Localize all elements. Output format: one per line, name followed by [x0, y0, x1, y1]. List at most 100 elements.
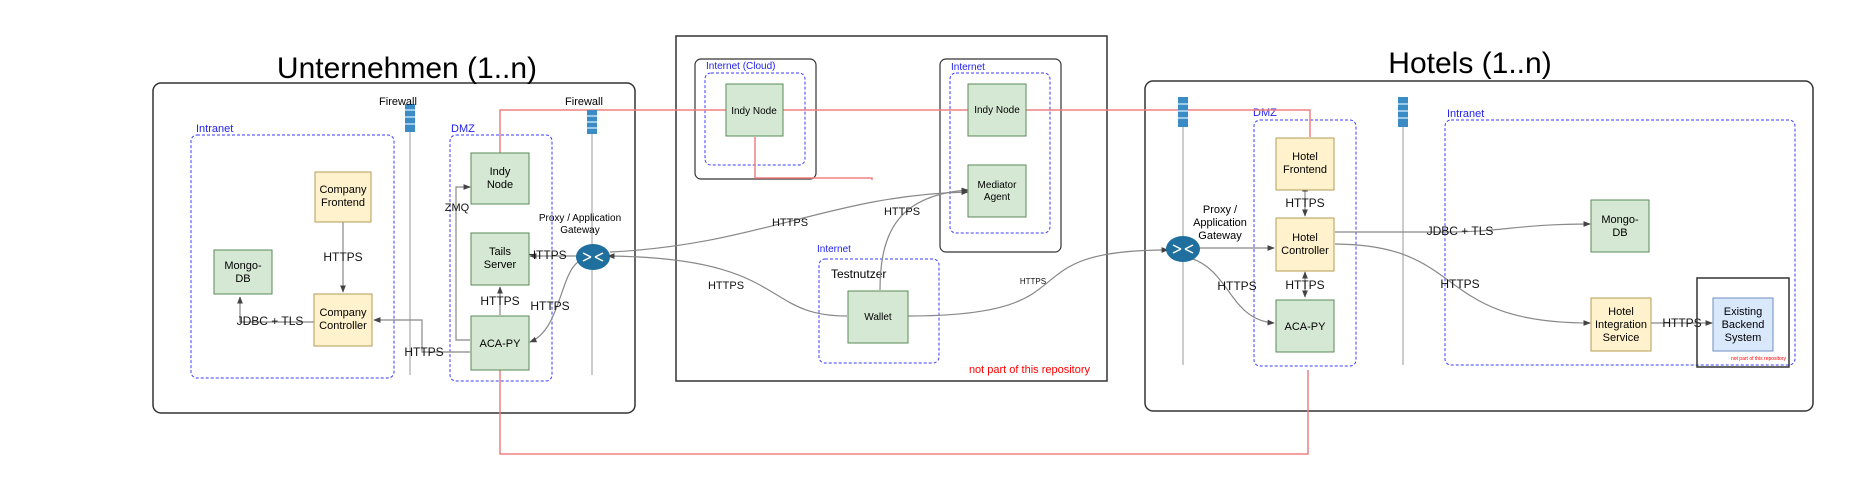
hotels-title: Hotels (1..n) [1388, 47, 1551, 80]
edge-label-https-wallet-mediator: HTTPS [884, 206, 920, 218]
ledger-links [499, 109, 1311, 455]
intranet-right-label: Intranet [1447, 108, 1484, 120]
edge-label-https-router-acapy-right: HTTPS [1217, 279, 1256, 293]
intranet-left-label: Intranet [196, 123, 233, 135]
internet-cloud-label: Internet (Cloud) [706, 61, 775, 72]
dmz-right-label: DMZ [1253, 107, 1277, 119]
backend-line-3: System [1725, 332, 1762, 344]
wallet-node [847, 290, 909, 344]
hotels-frame [1144, 80, 1814, 412]
edge-label-https-router-tails: HTTPS [527, 248, 566, 262]
router-icon [576, 244, 610, 270]
indy-node-left-node [470, 152, 530, 205]
mediator-line-2: Agent [984, 192, 1010, 203]
hotel-frontend-line-1: Hotel [1292, 151, 1318, 163]
tails-line-1: Tails [489, 246, 512, 258]
edge-label-https-controller-acapy: HTTPS [1285, 278, 1324, 292]
unternehmen-frame [152, 82, 636, 414]
router-icon [1166, 236, 1200, 262]
edge-label-https-acapy-company: HTTPS [404, 345, 443, 359]
company-frontend-line-1: Company [319, 184, 367, 196]
mongo-left-line-2: DB [235, 273, 250, 285]
company-controller-line-1: Company [319, 307, 367, 319]
company-controller-node [313, 293, 373, 347]
dmz-left-zone [449, 134, 553, 382]
existing-backend-node [1712, 297, 1774, 352]
edge-label-https-frontend: HTTPS [323, 250, 362, 264]
dmz-left-label: DMZ [451, 123, 475, 135]
dmz-right-zone [1253, 119, 1357, 367]
firewall-icon [1398, 97, 1408, 127]
edge-label-zmq: ZMQ [445, 202, 470, 214]
firewall-left-label-2: Firewall [565, 96, 603, 108]
testnutzer-label: Testnutzer [831, 267, 886, 281]
hotel-frontend-line-2: Frontend [1283, 164, 1327, 176]
firewall-icon [1178, 97, 1188, 127]
tails-line-2: Server [484, 259, 517, 271]
edge-label-https-cloud-wallet: HTTPS [772, 217, 808, 229]
company-frontend-node [314, 171, 372, 223]
internet-top-label: Internet [951, 62, 985, 73]
indy-cloud-label: Indy Node [731, 106, 777, 117]
mongo-left-line-1: Mongo- [224, 260, 262, 272]
edge-label-https-tails-acapy: HTTPS [480, 294, 519, 308]
edge-label-jdbc-left: JDBC + TLS [237, 314, 304, 328]
mongo-right-line-1: Mongo- [1601, 214, 1639, 226]
acapy-right-label: ACA-PY [1285, 321, 1327, 333]
indy-left-line-2: Node [487, 179, 513, 191]
center-frame [675, 35, 1108, 382]
hotel-controller-line-2: Controller [1281, 245, 1329, 257]
proxy-right-line-1: Proxy / [1203, 204, 1238, 216]
not-part-note-right: not part of this repository [1731, 356, 1787, 362]
aca-py-left-node [470, 315, 530, 371]
integration-line-1: Hotel [1608, 306, 1634, 318]
proxy-left-line-1: Proxy / Application [539, 213, 621, 224]
hotel-controller-node [1275, 217, 1335, 272]
mediator-agent-node [967, 164, 1027, 218]
integration-line-3: Service [1603, 332, 1640, 344]
firewall-left-label-1: Firewall [379, 96, 417, 108]
internet-top-outer [939, 58, 1062, 253]
proxy-right-line-2: Application [1193, 217, 1247, 229]
indy-internet-label: Indy Node [974, 105, 1020, 116]
mediator-line-1: Mediator [978, 180, 1018, 191]
indy-node-cloud-node [725, 83, 784, 137]
connections [237, 184, 1713, 353]
company-frontend-line-2: Frontend [321, 197, 365, 209]
edge-label-https-router-acapy: HTTPS [530, 299, 569, 313]
indy-left-line-1: Indy [490, 166, 511, 178]
backend-line-2: Backend [1722, 319, 1765, 331]
internet-testnutzer-label: Internet [817, 244, 851, 255]
proxy-left-line-2: Gateway [560, 225, 599, 236]
firewall-icon [587, 110, 597, 134]
edge-label-https-integration-backend: HTTPS [1662, 316, 1701, 330]
not-part-note-center: not part of this repository [969, 364, 1091, 376]
existing-backend-frame [1696, 277, 1790, 368]
edge-label-https-wallet-router-left: HTTPS [708, 280, 744, 292]
wallet-label: Wallet [864, 312, 892, 323]
hotel-frontend-node [1275, 137, 1335, 191]
tails-server-node [470, 232, 530, 286]
indy-node-internet-node [967, 83, 1027, 137]
mongo-db-right-node [1590, 199, 1650, 253]
aca-py-right-node [1275, 299, 1335, 353]
hotel-controller-line-1: Hotel [1292, 232, 1318, 244]
mongo-db-left-node [213, 249, 273, 295]
company-controller-line-2: Controller [319, 320, 367, 332]
internet-testnutzer-zone [818, 258, 940, 364]
hotel-integration-node [1590, 297, 1652, 352]
backend-line-1: Existing [1724, 306, 1763, 318]
mongo-right-line-2: DB [1612, 227, 1627, 239]
edge-label-https-hotel-frontend: HTTPS [1285, 196, 1324, 210]
proxy-right-line-3: Gateway [1198, 230, 1242, 242]
internet-cloud-outer [694, 58, 817, 180]
edge-label-jdbc-right: JDBC + TLS [1427, 224, 1494, 238]
intranet-left-zone [190, 134, 395, 379]
edge-label-https-wallet-router-right: HTTPS [1020, 277, 1046, 286]
integration-line-2: Integration [1595, 319, 1647, 331]
internet-top-zone [949, 72, 1051, 234]
acapy-left-label: ACA-PY [480, 338, 522, 350]
firewall-icon [405, 104, 415, 132]
edge-label-https-controller-integration: HTTPS [1440, 277, 1479, 291]
